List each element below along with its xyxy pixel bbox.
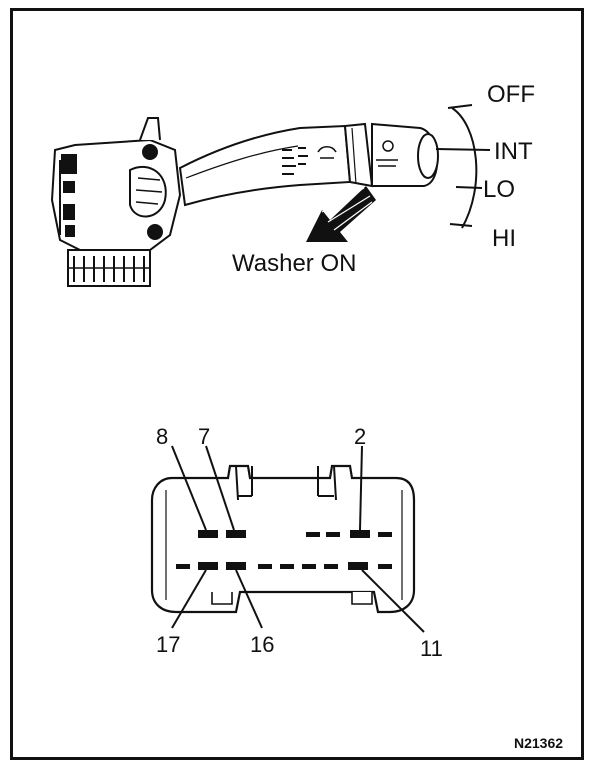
pin-7 [226, 530, 246, 538]
lo-tick [455, 186, 483, 189]
position-arc [435, 104, 491, 229]
pin-17 [198, 562, 218, 570]
leader-16 [235, 569, 263, 629]
position-label-hi: HI [492, 225, 516, 252]
pin-11 [348, 562, 368, 570]
pin-label-17: 17 [156, 632, 180, 657]
pin-16 [226, 562, 246, 570]
washer-label: Washer ON [232, 250, 356, 277]
off-tick [447, 104, 473, 109]
hi-tick [449, 223, 473, 227]
wiper-lever [178, 122, 439, 207]
pin-label-8: 8 [156, 424, 168, 449]
position-label-int: INT [494, 138, 533, 165]
switch-body [50, 117, 182, 287]
pin-label-16: 16 [250, 632, 274, 657]
leader-11 [361, 569, 425, 633]
connector-pins [176, 530, 392, 570]
pin-label-7: 7 [198, 424, 210, 449]
connector-outline [150, 464, 416, 614]
pin-2 [350, 530, 370, 538]
leader-8 [171, 445, 207, 531]
figure-code: N21362 [514, 735, 563, 751]
position-label-off: OFF [487, 81, 535, 108]
int-tick [435, 148, 491, 151]
leader-17 [171, 569, 207, 629]
pin-label-11: 11 [420, 636, 443, 661]
pin-leaders [171, 445, 425, 633]
pin-8 [198, 530, 218, 538]
position-label-lo: LO [483, 176, 515, 203]
pin-label-2: 2 [354, 424, 366, 449]
washer-arrow-icon [306, 186, 376, 242]
leader-2 [359, 445, 363, 531]
leader-7 [205, 445, 235, 531]
